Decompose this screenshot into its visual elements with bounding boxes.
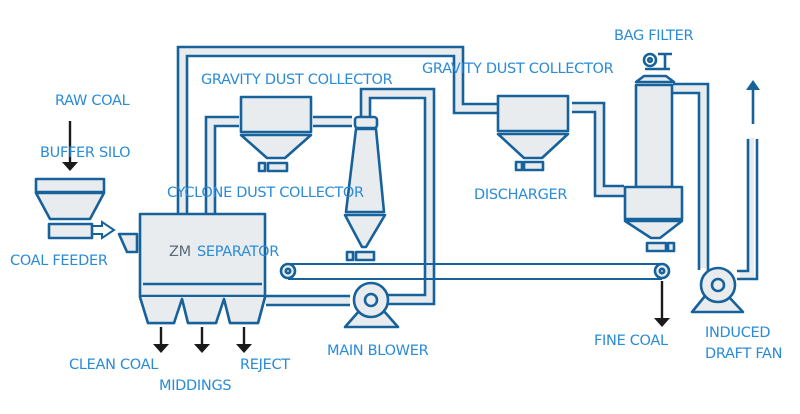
cyclone-dust-collector: [343, 115, 387, 262]
label-clean-coal: CLEAN COAL: [69, 357, 158, 373]
label-middings: MIDDINGS: [159, 378, 231, 394]
buffer-silo: [34, 177, 106, 240]
coal-feeder: [92, 220, 139, 254]
pipe-bag-filter-to-induced-fan: [673, 82, 710, 272]
label-gravity-dust-collector-2: GRAVITY DUST COLLECTOR: [422, 61, 614, 77]
reject-arrow-icon: [236, 327, 252, 353]
label-reject: REJECT: [240, 357, 290, 373]
label-zm: ZM: [169, 244, 191, 260]
pipe-gravity-collector-2-to-bag-filter: [572, 101, 624, 198]
label-coal-feeder: COAL FEEDER: [10, 253, 108, 269]
label-discharger: DISCHARGER: [474, 187, 567, 203]
label-raw-coal: RAW COAL: [55, 93, 130, 109]
middings-arrow-icon: [194, 327, 210, 353]
induced-draft-fan: [690, 266, 745, 314]
clean-coal-arrow-icon: [153, 327, 169, 353]
pipe-separator-to-gravity-collector-2: [176, 45, 497, 214]
label-fine-coal: FINE COAL: [594, 333, 668, 349]
label-induced: INDUCED: [705, 325, 770, 341]
label-bag-filter: BAG FILTER: [614, 28, 693, 44]
pipe-main-blower-to-separator: [266, 294, 350, 307]
raw-coal-arrow-icon: [62, 121, 78, 171]
main-blower: [343, 281, 400, 329]
label-draft-fan: DRAFT FAN: [705, 346, 782, 362]
label-gravity-dust-collector-1: GRAVITY DUST COLLECTOR: [201, 72, 393, 88]
gravity-dust-collector-2: [496, 94, 570, 172]
belt-conveyor: [279, 262, 671, 280]
label-buffer-silo: BUFFER SILO: [40, 145, 130, 161]
label-separator: SEPARATOR: [197, 244, 279, 260]
pipe-cyclone-to-main-blower: [359, 87, 436, 306]
zm-separator: [138, 212, 267, 325]
label-main-blower: MAIN BLOWER: [327, 343, 429, 359]
label-cyclone-dust-collector: CYCLONE DUST COLLECTOR: [167, 185, 364, 201]
bag-filter: [623, 52, 684, 253]
gravity-dust-collector-1: [239, 95, 313, 173]
pipe-exhaust-stack: [737, 80, 760, 281]
exhaust-arrow-icon: [746, 80, 760, 90]
fine-coal-arrow-icon: [654, 281, 670, 327]
pipe-separator-to-gravity-collector-1: [204, 115, 239, 214]
pipe-gravity-collector-1-to-cyclone: [313, 115, 352, 128]
